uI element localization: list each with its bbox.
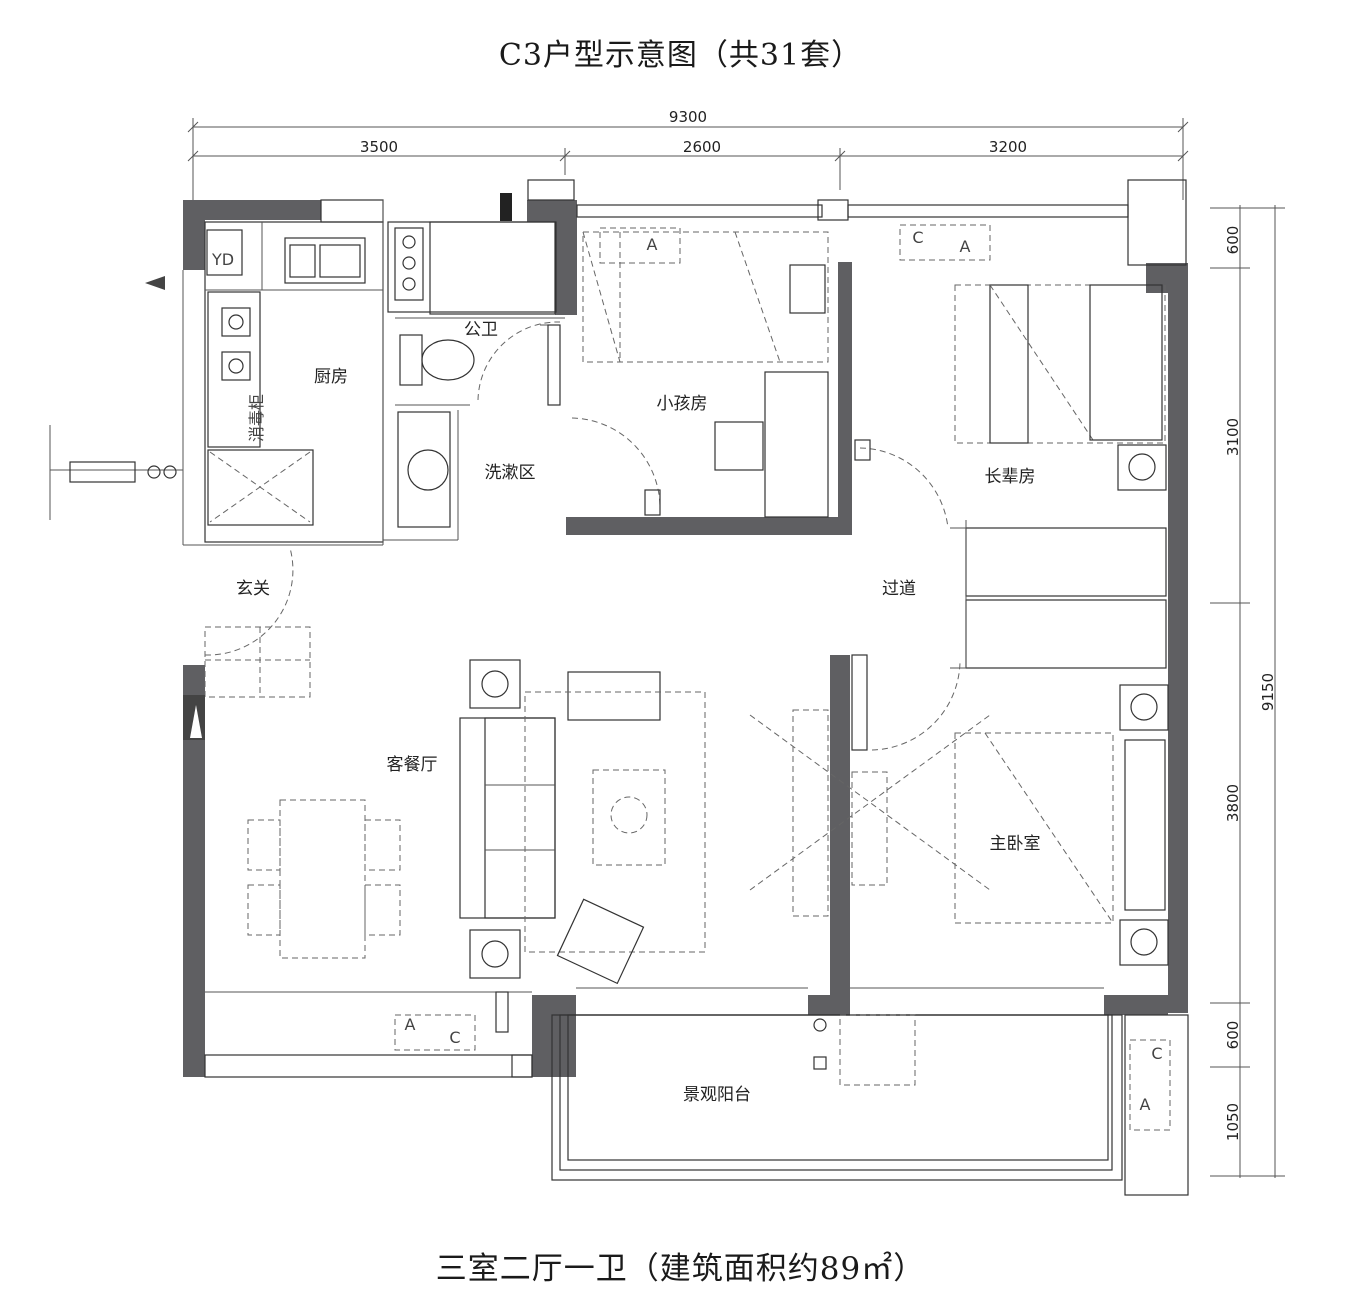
dim-right-total: 9150 [1259, 673, 1277, 711]
room-elder: 长辈房 [985, 467, 1036, 487]
plan-title: C3户型示意图（共31套） [498, 38, 863, 73]
room-entrance: 玄关 [236, 579, 270, 599]
room-master-bedroom: 主卧室 [990, 834, 1041, 854]
partitions [49, 179, 1189, 1196]
room-corridor: 过道 [882, 579, 916, 599]
ac-label-living-a: A [405, 1015, 416, 1034]
top-dimensions: 9300 3500 2600 3200 [187, 108, 1189, 200]
dim-right-seg-1: 600 [1224, 226, 1242, 255]
room-living-dining: 客餐厅 [387, 755, 438, 775]
right-dimensions: 600 3100 3800 600 1050 9150 [1210, 205, 1285, 1178]
room-kids: 小孩房 [657, 394, 708, 414]
ac-label-living-c: C [449, 1028, 460, 1047]
plan-summary: 三室二厅一卫（建筑面积约89㎡） [435, 1251, 926, 1287]
room-public-bath: 公卫 [464, 320, 498, 340]
dim-right-seg-2: 3100 [1224, 418, 1242, 456]
room-kitchen: 厨房 [314, 367, 348, 387]
ac-label-balcony-a: A [1140, 1095, 1151, 1114]
dim-right-seg-5: 1050 [1224, 1103, 1242, 1141]
dim-right-seg-3: 3800 [1224, 784, 1242, 822]
dim-top-seg-2: 2600 [683, 138, 721, 156]
ac-label-elder-a: A [960, 237, 971, 256]
room-labels: 厨房 公卫 洗漱区 小孩房 长辈房 过道 玄关 客餐厅 主卧室 景观阳台 YD … [211, 228, 1163, 1114]
dim-top-total: 9300 [669, 108, 707, 126]
dim-top-seg-3: 3200 [989, 138, 1027, 156]
entry-arrow-icon [145, 276, 205, 740]
disinfect-cabinet-label: 消毒柜 [247, 394, 266, 442]
yd-label: YD [211, 250, 234, 269]
walls [183, 200, 1188, 1077]
room-balcony: 景观阳台 [683, 1085, 751, 1105]
dim-right-seg-4: 600 [1224, 1021, 1242, 1050]
ac-label-balcony-c: C [1151, 1044, 1162, 1063]
ac-label-kids-a: A [647, 235, 658, 254]
room-wash-area: 洗漱区 [485, 463, 536, 483]
dim-top-seg-1: 3500 [360, 138, 398, 156]
ac-label-elder-c: C [912, 228, 923, 247]
